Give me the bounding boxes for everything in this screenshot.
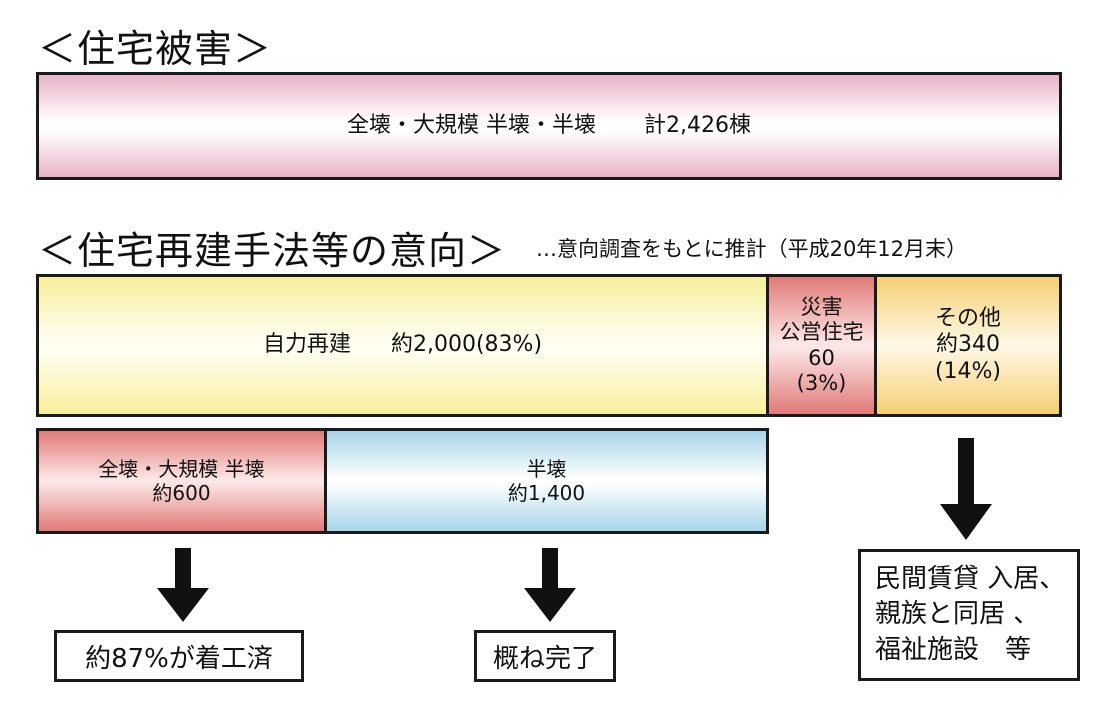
half-status-box: 概ね完了: [474, 630, 616, 682]
severe-status-label: 約87%が着工済: [85, 643, 273, 674]
severe-damage-label: 全壊・大規模 半壊: [98, 457, 265, 481]
other-percent: (14%): [934, 358, 1002, 384]
other-status-line3: 福祉施設 等: [875, 634, 1032, 665]
half-damage-box: 半壊 約1,400: [324, 428, 769, 534]
self-rebuild-label: 自力再建: [262, 332, 351, 358]
intent-note: …意向調査をもとに推計（平成20年12月末）: [536, 237, 968, 261]
down-arrow-icon: [524, 548, 576, 622]
half-damage-label: 半壊: [526, 457, 567, 481]
self-rebuild-box: 自力再建 約2,000(83%): [36, 274, 769, 417]
other-label: その他: [934, 305, 1001, 331]
public-housing-line1: 災害: [800, 295, 843, 320]
down-arrow-icon: [940, 438, 992, 540]
public-housing-line2: 公営住宅: [779, 320, 864, 345]
severe-damage-box: 全壊・大規模 半壊 約600: [36, 428, 327, 534]
other-box: その他 約340 (14%): [874, 274, 1062, 417]
other-status-box: 民間賃貸 入居、 親族と同居 、 福祉施設 等: [858, 549, 1080, 681]
damage-total-value: 計2,426棟: [644, 112, 751, 138]
damage-category-label: 全壊・大規模 半壊・半壊: [347, 112, 596, 138]
public-housing-box: 災害 公営住宅 60 (3%): [766, 274, 877, 417]
severe-damage-value: 約600: [152, 481, 211, 505]
intent-heading: ＜住宅再建手法等の意向＞: [38, 229, 507, 273]
damage-total-box: 全壊・大規模 半壊・半壊 計2,426棟: [36, 72, 1062, 180]
self-rebuild-value: 約2,000(83%): [390, 332, 543, 358]
public-housing-count: 60: [808, 345, 835, 370]
other-status-line2: 親族と同居 、: [875, 599, 1040, 630]
other-status-line1: 民間賃貸 入居、: [875, 564, 1066, 595]
half-status-label: 概ね完了: [492, 643, 597, 674]
damage-heading: ＜住宅被害＞: [38, 27, 273, 71]
half-damage-value: 約1,400: [507, 481, 586, 505]
down-arrow-icon: [157, 548, 209, 622]
other-count: 約340: [936, 332, 1000, 358]
public-housing-percent: (3%): [796, 370, 847, 395]
severe-status-box: 約87%が着工済: [54, 630, 304, 682]
